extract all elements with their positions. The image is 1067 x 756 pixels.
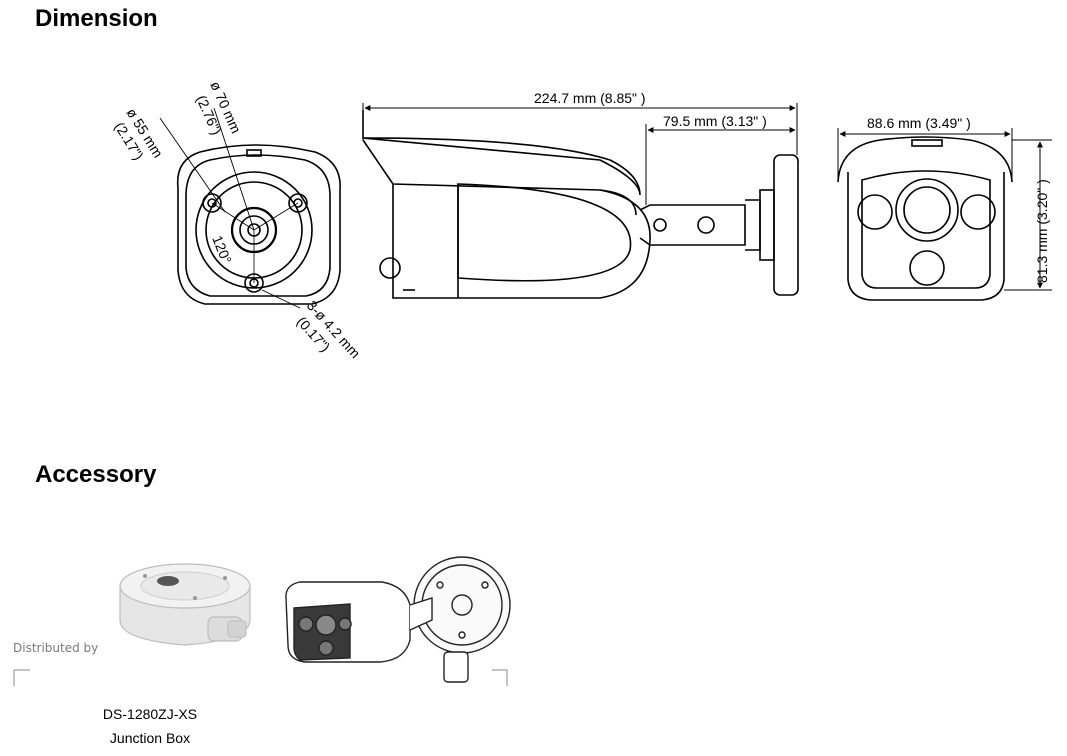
crop-marks <box>13 669 508 686</box>
angle-label: 120° <box>209 233 235 266</box>
front-dimension-lines <box>837 128 1052 291</box>
height-label: 81.3 mm (3.20" ) <box>1034 179 1050 283</box>
accessory-model: DS-1280ZJ-XS <box>102 706 198 722</box>
length-label: 224.7 mm (8.85" ) <box>534 90 646 106</box>
camera-on-junction-box-image <box>285 556 511 683</box>
mount-leader-lines <box>159 107 301 309</box>
camera-side-view <box>362 110 799 299</box>
junction-box-image <box>119 563 251 646</box>
side-dimension-lines <box>362 103 798 205</box>
width-label: 88.6 mm (3.49" ) <box>867 115 971 131</box>
mount-base-view <box>176 144 341 305</box>
camera-front-view <box>837 136 1013 301</box>
dimension-heading: Dimension <box>35 5 158 32</box>
mount-length-label: 79.5 mm (3.13" ) <box>663 113 767 129</box>
accessory-heading: Accessory <box>35 461 157 488</box>
accessory-name: Junction Box <box>109 730 191 746</box>
distributed-by-watermark: Distributed by <box>13 641 99 655</box>
